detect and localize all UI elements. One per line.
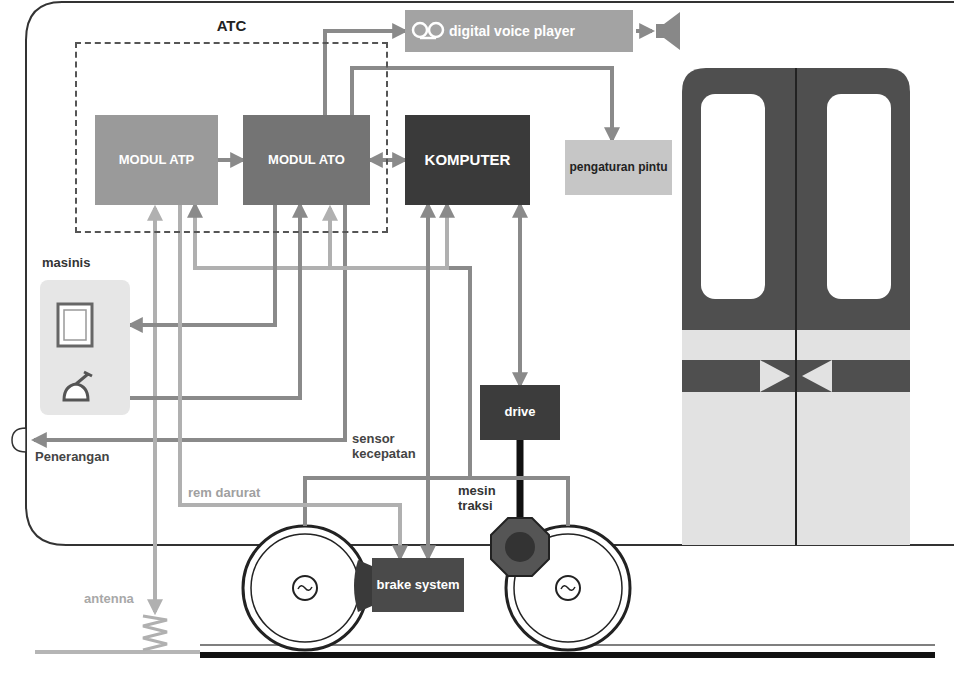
connector — [130, 205, 300, 398]
ground-line — [35, 650, 200, 654]
tape-line — [420, 37, 436, 40]
voice-player-box: digital voice player — [405, 10, 633, 52]
lighting-wire — [34, 205, 345, 440]
antenna-label: antenna — [84, 592, 134, 607]
node-label: pengaturan pintu — [570, 161, 668, 175]
tape-reel — [413, 23, 427, 37]
atp-module: MODUL ATP — [95, 115, 218, 205]
node-label: digital voice player — [449, 23, 575, 39]
node-label: KOMPUTER — [425, 151, 511, 168]
tape-icon — [411, 21, 445, 41]
connector — [518, 205, 522, 385]
door — [682, 68, 910, 545]
headlight — [12, 428, 26, 452]
motor-label: mesin traksi — [458, 484, 508, 514]
sensor-branch — [328, 208, 332, 268]
brake-box: brake system — [372, 558, 464, 612]
drive-box: drive — [480, 385, 560, 440]
connector — [180, 205, 400, 558]
driver-panel: masinis — [40, 280, 130, 415]
brake-shoe — [354, 560, 372, 612]
speaker — [656, 12, 680, 50]
node-label: drive — [504, 405, 535, 420]
train-body — [26, 2, 954, 545]
panel-icons — [40, 280, 130, 415]
wheel — [243, 526, 367, 650]
ato-module: MODUL ATO — [243, 115, 370, 205]
antenna-coil — [143, 616, 167, 650]
connector — [195, 205, 447, 268]
group-heading: masinis — [42, 256, 90, 271]
atc-group: ATCMODUL ATPMODUL ATO — [75, 42, 388, 233]
connector — [218, 158, 243, 162]
lighting-label: Penerangan — [35, 450, 109, 465]
computer-box: KOMPUTER — [405, 115, 530, 205]
connector — [426, 205, 430, 558]
wheel — [506, 526, 630, 650]
screen-inner — [64, 310, 86, 340]
control-lever — [64, 372, 92, 400]
rail — [200, 652, 935, 658]
antenna-wire — [153, 208, 157, 612]
node-label: MODUL ATP — [119, 153, 195, 168]
node-label: MODUL ATO — [268, 153, 345, 168]
sensor-label: sensor kecepatan — [352, 432, 424, 462]
tape-reel — [429, 23, 443, 37]
door-control-box: pengaturan pintu — [565, 140, 672, 195]
edge-label: rem darurat — [186, 486, 262, 501]
screen — [58, 304, 92, 346]
group-heading: ATC — [77, 17, 386, 34]
connector — [130, 205, 275, 325]
audio-wire — [636, 29, 652, 33]
traction-motor — [491, 518, 549, 576]
node-label: brake system — [376, 578, 459, 593]
